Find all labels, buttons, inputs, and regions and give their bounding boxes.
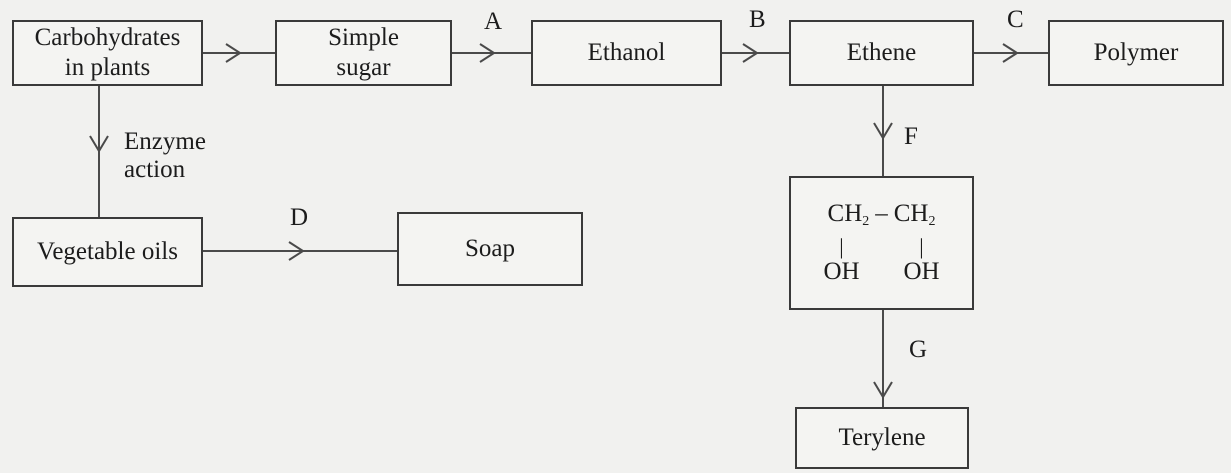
- diol-right-ch2: CH2: [893, 200, 936, 229]
- node-carbohydrates-in-plants: Carbohydrates in plants: [12, 20, 203, 86]
- vegetable-oils-label: Vegetable oils: [37, 238, 178, 265]
- diol-left-bond: |: [839, 234, 844, 259]
- terylene-label: Terylene: [838, 424, 926, 451]
- arrowhead-carbohydrates-simple-sugar: [225, 43, 242, 63]
- simple-sugar-line-1: Simple: [328, 24, 399, 51]
- enzyme-line-1: Enzyme: [124, 128, 206, 155]
- diol-hydroxyls: OH OH: [807, 257, 957, 287]
- node-ethanol: Ethanol: [531, 20, 722, 86]
- arrowhead-G: [873, 381, 893, 399]
- soap-label: Soap: [465, 235, 515, 262]
- arrowhead-B: [742, 43, 759, 63]
- diol-bonds: | |: [807, 234, 957, 259]
- node-simple-sugar: Simple sugar: [275, 20, 452, 86]
- arrowhead-D: [288, 241, 305, 261]
- arrowhead-C: [1002, 43, 1019, 63]
- arrowhead-enzyme-action: [89, 135, 109, 153]
- ethene-label: Ethene: [846, 39, 917, 66]
- simple-sugar-line-2: sugar: [336, 54, 391, 81]
- polymer-label: Polymer: [1093, 39, 1179, 66]
- label-enzyme-action: Enzyme action: [124, 128, 206, 184]
- label-D: D: [290, 204, 309, 231]
- label-G: G: [909, 336, 928, 363]
- diol-left-oh: OH: [823, 258, 860, 285]
- carbohydrates-line-2: in plants: [64, 54, 151, 81]
- carbohydrates-line-1: Carbohydrates: [34, 24, 181, 51]
- diol-right-oh: OH: [903, 258, 940, 285]
- arrowhead-F: [873, 122, 893, 140]
- label-A: A: [484, 8, 503, 35]
- node-soap: Soap: [397, 212, 583, 286]
- diol-carbon-chain: CH2 – CH2: [807, 199, 957, 237]
- diol-right-bond: |: [919, 234, 924, 259]
- diol-dash: –: [875, 200, 888, 227]
- enzyme-line-2: action: [124, 156, 186, 183]
- node-ethane-diol: CH2 – CH2 | | OH OH: [789, 176, 974, 310]
- node-polymer: Polymer: [1048, 20, 1224, 86]
- ethanol-label: Ethanol: [587, 39, 666, 66]
- diol-left-ch2: CH2: [827, 200, 870, 229]
- node-ethene: Ethene: [789, 20, 974, 86]
- arrowhead-A: [479, 43, 496, 63]
- label-B: B: [749, 6, 766, 33]
- node-vegetable-oils: Vegetable oils: [12, 217, 203, 287]
- node-terylene: Terylene: [795, 407, 969, 469]
- label-C: C: [1007, 6, 1024, 33]
- label-F: F: [904, 123, 918, 150]
